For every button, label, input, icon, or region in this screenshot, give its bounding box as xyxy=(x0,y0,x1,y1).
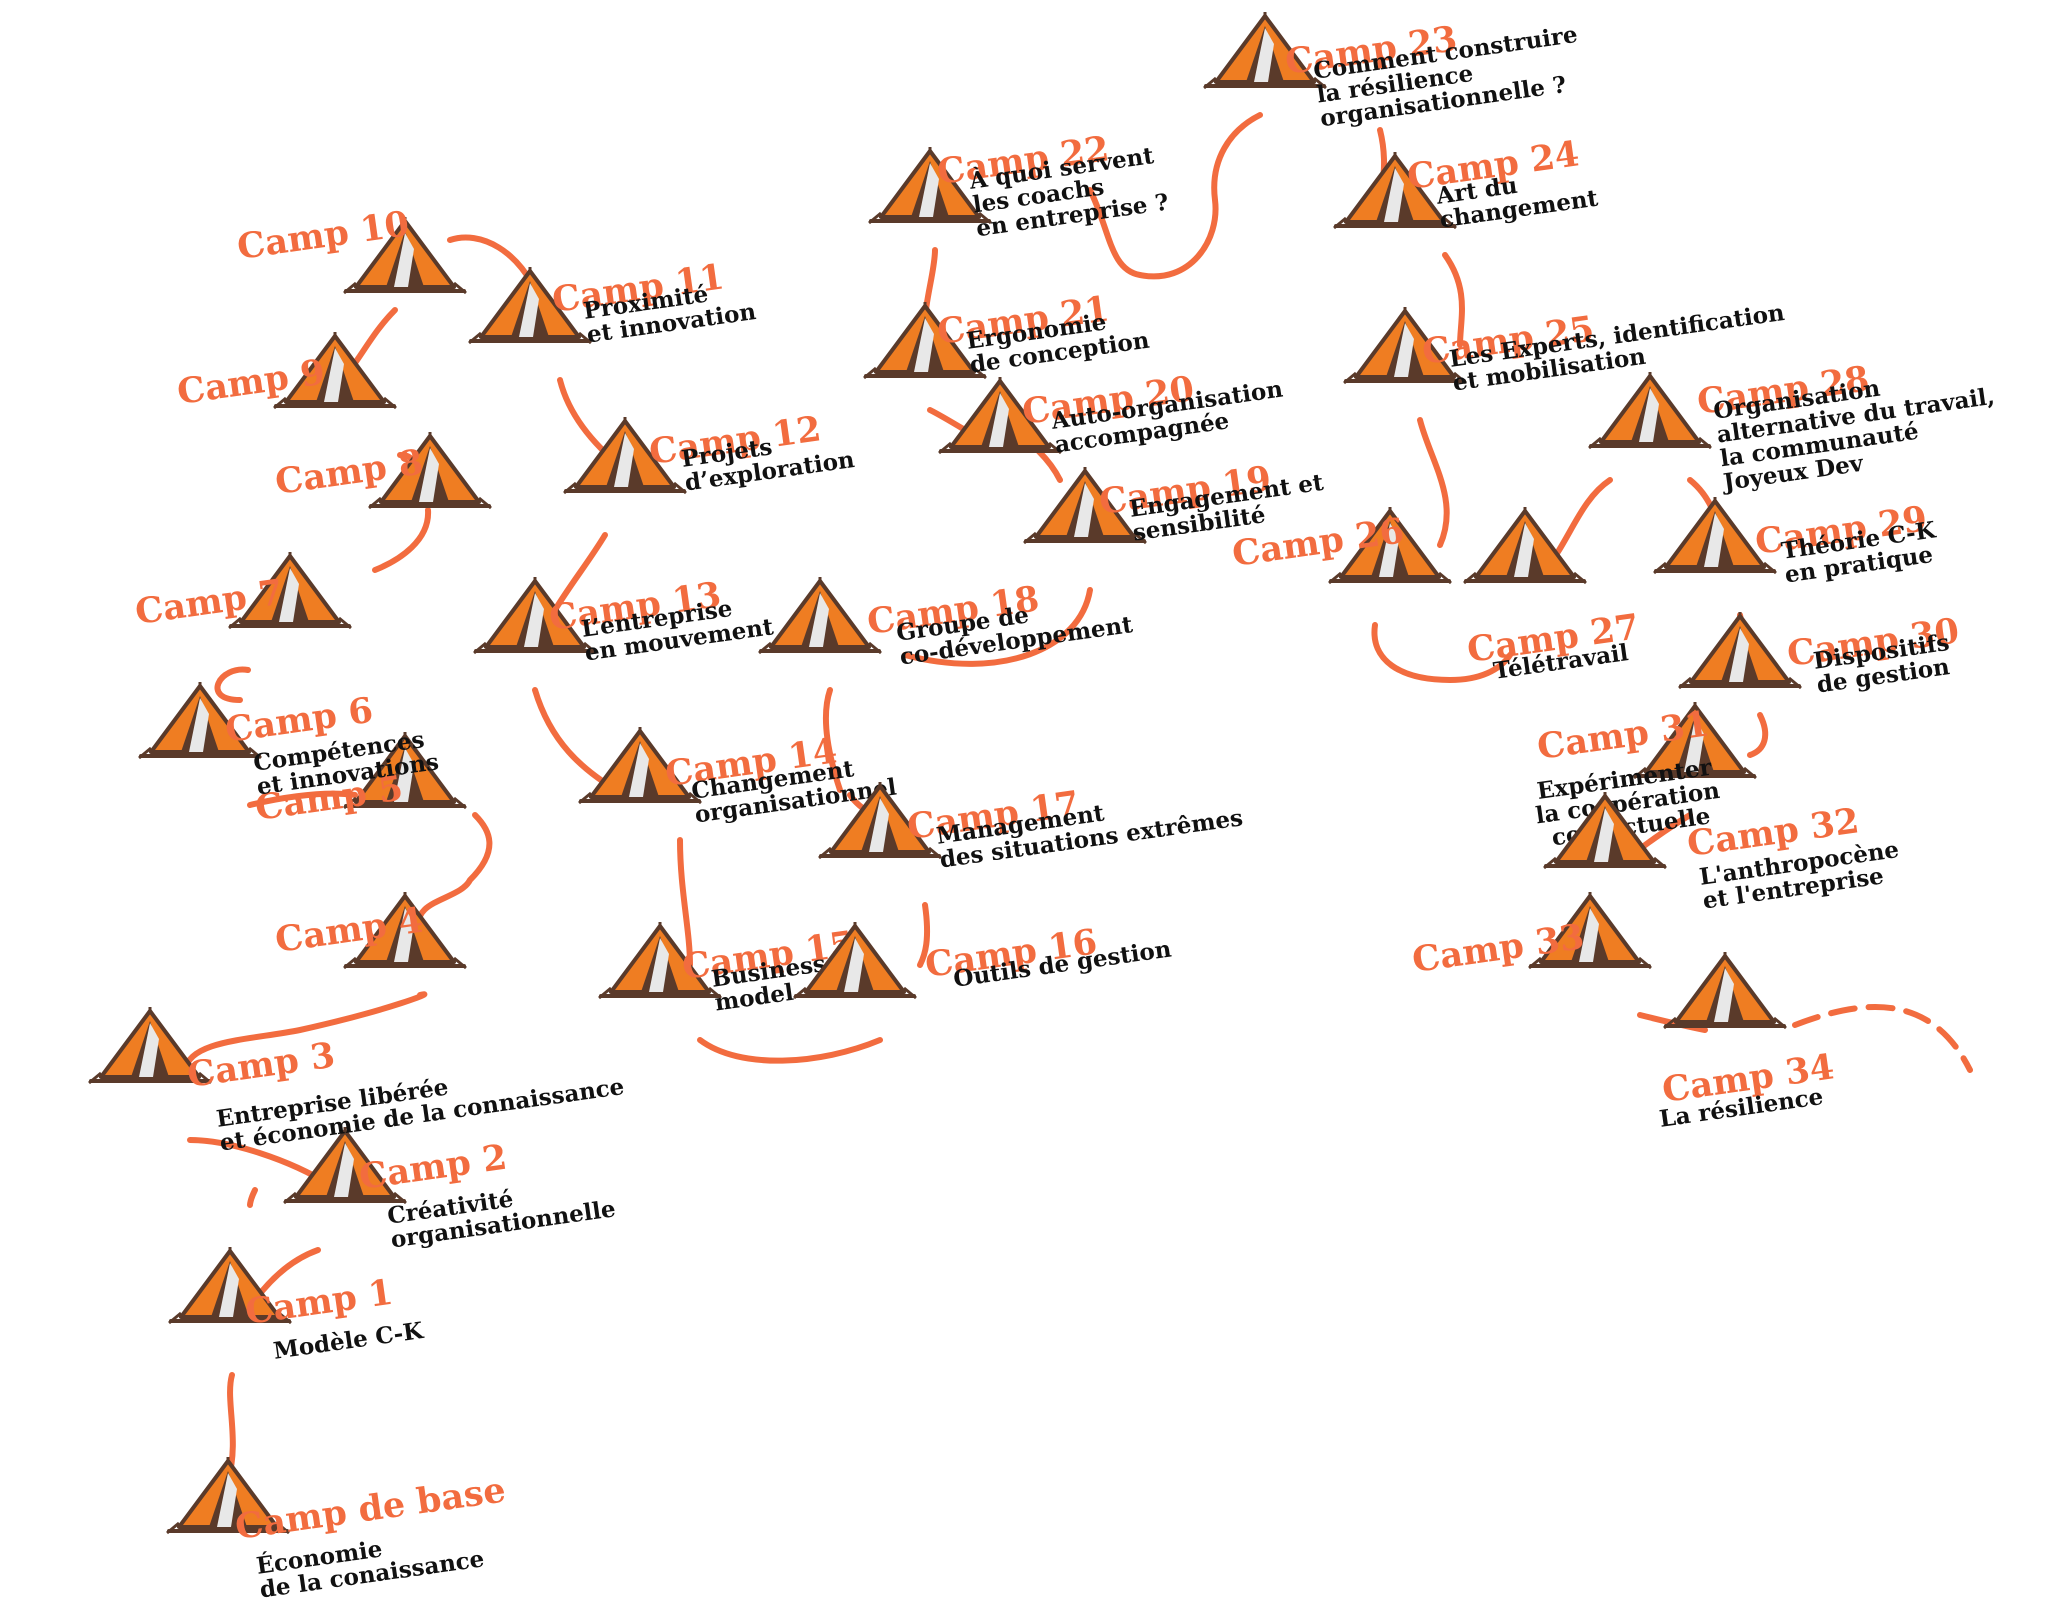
trail-segment xyxy=(214,666,251,703)
tent-marker xyxy=(472,577,598,660)
tent-marker xyxy=(165,1457,291,1540)
tent-icon xyxy=(818,782,942,860)
tent-marker xyxy=(342,732,468,815)
tent-marker xyxy=(227,552,353,635)
tent-icon xyxy=(343,217,467,295)
tent-marker xyxy=(1632,702,1758,785)
tent-icon xyxy=(343,732,467,810)
tent-icon xyxy=(138,682,262,760)
tent-icon xyxy=(1543,792,1667,870)
trail-segment xyxy=(822,687,843,793)
tent-icon xyxy=(1203,12,1327,90)
tent-icon xyxy=(868,147,992,225)
tent-icon xyxy=(1633,702,1757,780)
tent-icon xyxy=(368,432,492,510)
trail-segment xyxy=(1417,417,1450,548)
tent-marker xyxy=(792,922,918,1005)
tent-icon xyxy=(1328,507,1452,585)
tent-icon xyxy=(168,1247,292,1325)
tent-icon xyxy=(758,577,882,655)
tent-marker xyxy=(1587,372,1713,455)
tent-marker xyxy=(1652,497,1778,580)
trail-segment xyxy=(1087,112,1263,280)
tent-marker xyxy=(137,682,263,765)
tent-icon xyxy=(1663,952,1787,1030)
trail-segment xyxy=(677,837,693,968)
tent-icon xyxy=(343,892,467,970)
tent-icon xyxy=(1528,892,1652,970)
tent-icon xyxy=(1653,497,1777,575)
tent-marker xyxy=(577,727,703,810)
trail-segment xyxy=(1371,622,1513,684)
tent-icon xyxy=(598,922,722,1000)
tent-marker xyxy=(1332,152,1458,235)
trail-segment xyxy=(415,812,493,933)
tent-icon xyxy=(793,922,917,1000)
trail-segment xyxy=(372,507,432,573)
tent-marker xyxy=(1202,12,1328,95)
tent-marker xyxy=(937,377,1063,460)
tent-marker xyxy=(1327,507,1453,590)
tent-marker xyxy=(757,577,883,660)
tent-marker xyxy=(562,417,688,500)
tent-icon xyxy=(578,727,702,805)
tent-icon xyxy=(1463,507,1587,585)
trail-segment xyxy=(182,991,428,1073)
trail-segment xyxy=(1747,712,1769,758)
tent-marker xyxy=(1342,307,1468,390)
tent-icon xyxy=(228,552,352,630)
tent-marker xyxy=(167,1247,293,1330)
tent-icon xyxy=(473,577,597,655)
trail-segment xyxy=(697,1037,883,1064)
tent-icon xyxy=(1588,372,1712,450)
tent-marker xyxy=(272,332,398,415)
tent-icon xyxy=(563,417,687,495)
tent-marker xyxy=(342,217,468,300)
tent-icon xyxy=(863,302,987,380)
tent-marker xyxy=(597,922,723,1005)
tent-marker xyxy=(867,147,993,230)
tent-marker xyxy=(862,302,988,385)
trail-segment xyxy=(247,790,358,808)
tent-icon xyxy=(468,267,592,345)
trail-segment xyxy=(917,902,931,968)
trail-segment xyxy=(552,532,608,613)
tent-marker xyxy=(467,267,593,350)
tent-marker xyxy=(1527,892,1653,975)
tent-marker xyxy=(1542,792,1668,875)
tent-icon xyxy=(1343,307,1467,385)
tent-icon xyxy=(88,1007,212,1085)
tent-icon xyxy=(1333,152,1457,230)
tent-marker xyxy=(282,1127,408,1210)
tent-marker xyxy=(1022,467,1148,550)
tent-marker xyxy=(817,782,943,865)
tent-marker xyxy=(1677,612,1803,695)
tent-icon xyxy=(938,377,1062,455)
tent-icon xyxy=(1678,612,1802,690)
tent-marker xyxy=(1662,952,1788,1035)
tent-marker xyxy=(367,432,493,515)
trail-continuation-dashed xyxy=(1792,1004,1973,1073)
tent-icon xyxy=(283,1127,407,1205)
trail-segment xyxy=(1442,252,1465,348)
tent-marker xyxy=(87,1007,213,1090)
tent-icon xyxy=(1023,467,1147,545)
tent-marker xyxy=(342,892,468,975)
trail-segment xyxy=(902,587,1093,667)
tent-marker xyxy=(1462,507,1588,590)
trail-segment xyxy=(247,1187,258,1208)
tent-icon xyxy=(273,332,397,410)
tent-icon xyxy=(166,1457,290,1535)
